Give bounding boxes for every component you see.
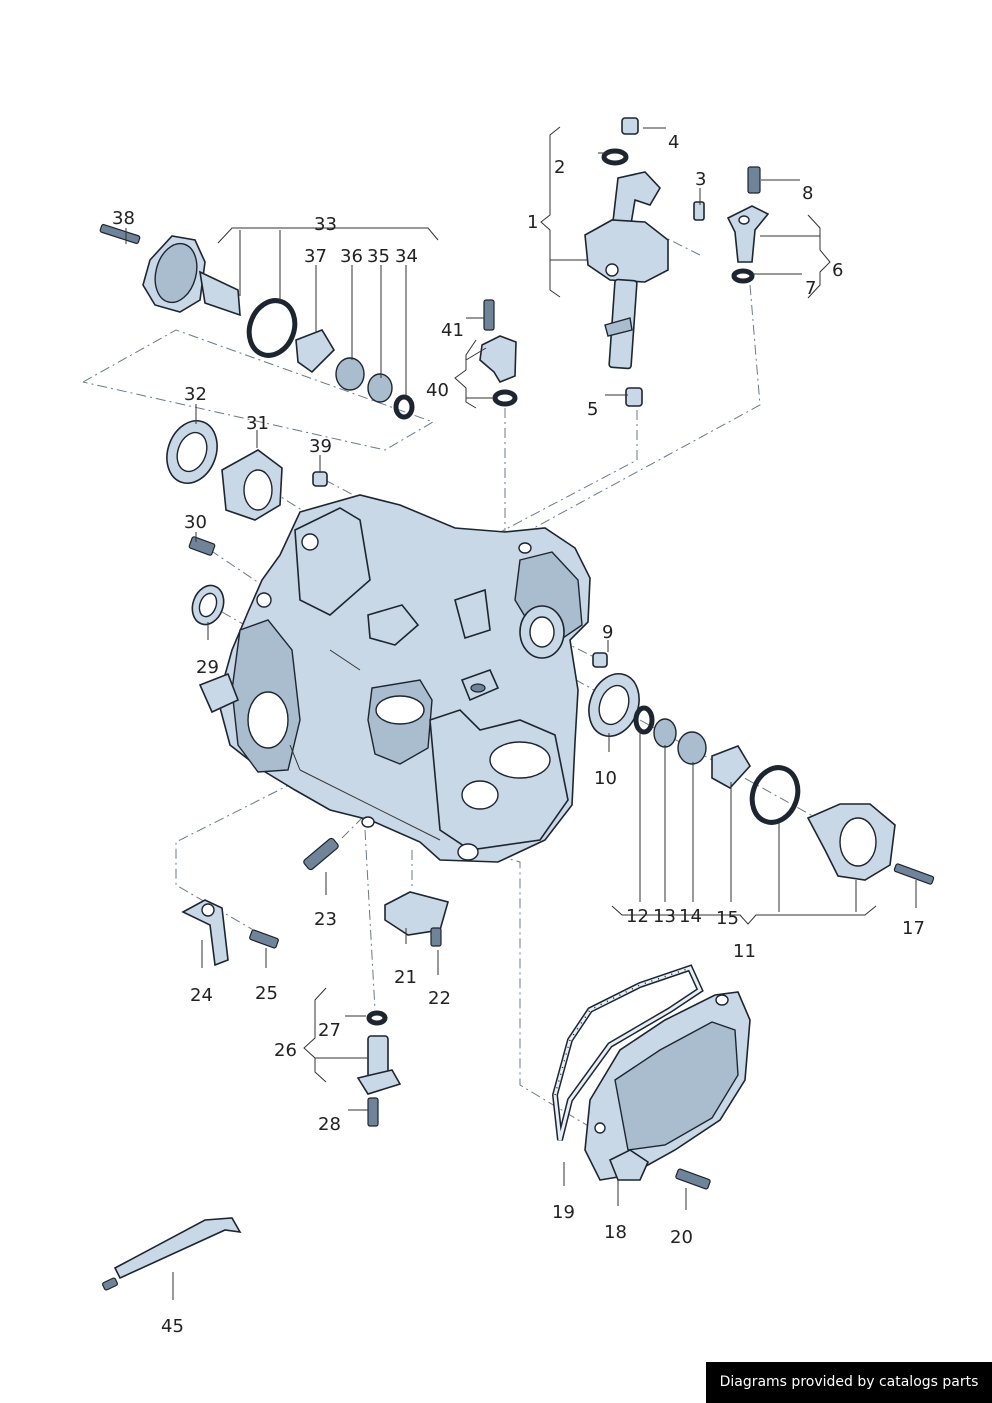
callout-5: 5 xyxy=(587,399,598,420)
callout-33: 33 xyxy=(314,214,337,235)
leader-lines xyxy=(125,126,917,1300)
callout-labels: 1 2 3 4 5 6 7 8 9 10 11 12 13 14 15 17 1… xyxy=(112,132,925,1337)
callout-21: 21 xyxy=(394,967,417,988)
credit-banner: Diagrams provided by catalogs parts xyxy=(706,1362,992,1403)
callout-11: 11 xyxy=(733,941,756,962)
callout-3: 3 xyxy=(695,169,706,190)
callout-23: 23 xyxy=(314,909,337,930)
gearbox-housing xyxy=(198,494,591,863)
callout-40: 40 xyxy=(426,380,449,401)
callout-9: 9 xyxy=(602,622,613,643)
callout-34: 34 xyxy=(395,246,418,267)
callout-41: 41 xyxy=(441,320,464,341)
callout-31: 31 xyxy=(246,413,269,434)
lower-parts xyxy=(181,837,449,1127)
callout-22: 22 xyxy=(428,988,451,1009)
callout-18: 18 xyxy=(604,1222,627,1243)
callout-28: 28 xyxy=(318,1114,341,1135)
callout-1: 1 xyxy=(527,212,538,233)
callout-24: 24 xyxy=(190,985,213,1006)
callout-29: 29 xyxy=(196,657,219,678)
left-flange-group xyxy=(99,223,608,668)
callout-38: 38 xyxy=(112,208,135,229)
callout-12: 12 xyxy=(626,906,649,927)
callout-36: 36 xyxy=(340,246,363,267)
sealant-tube xyxy=(102,1217,242,1291)
callout-26: 26 xyxy=(274,1040,297,1061)
callout-45: 45 xyxy=(161,1316,184,1337)
callout-20: 20 xyxy=(670,1227,693,1248)
callout-32: 32 xyxy=(184,384,207,405)
callout-14: 14 xyxy=(679,906,702,927)
selector-shaft-assembly xyxy=(584,117,770,407)
callout-10: 10 xyxy=(594,768,617,789)
callout-7: 7 xyxy=(805,278,816,299)
callout-39: 39 xyxy=(309,436,332,457)
callout-19: 19 xyxy=(552,1202,575,1223)
callout-27: 27 xyxy=(318,1020,341,1041)
callout-35: 35 xyxy=(367,246,390,267)
callout-17: 17 xyxy=(902,918,925,939)
right-flange-group xyxy=(588,673,935,885)
callout-2: 2 xyxy=(554,157,565,178)
callout-15: 15 xyxy=(716,908,739,929)
callout-8: 8 xyxy=(802,183,813,204)
callout-37: 37 xyxy=(304,246,327,267)
callout-6: 6 xyxy=(832,260,843,281)
sensor-assembly xyxy=(479,299,518,407)
callout-30: 30 xyxy=(184,512,207,533)
callout-4: 4 xyxy=(668,132,679,153)
callout-13: 13 xyxy=(653,906,676,927)
cover-assembly xyxy=(551,964,751,1190)
callout-25: 25 xyxy=(255,983,278,1004)
